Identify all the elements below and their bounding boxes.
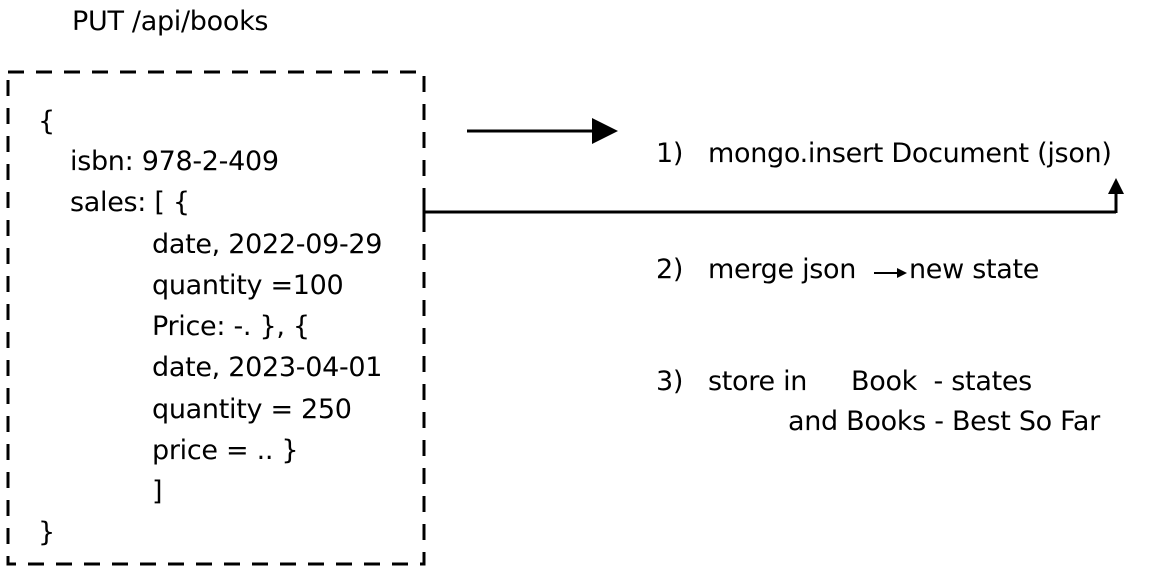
payload-dashed-box	[6, 70, 426, 566]
payload-line-price-2: price = .. }	[152, 435, 299, 466]
arrow-head	[592, 118, 618, 144]
step3-text-b: Book - states	[851, 366, 1032, 397]
step1-text: mongo.insert Document (json)	[708, 138, 1112, 169]
step3-number: 3)	[656, 366, 684, 397]
payload-line-date-2: date, 2023-04-01	[152, 352, 383, 383]
payload-line-isbn: isbn: 978-2-409	[70, 146, 279, 177]
payload-line-close-bracket: ]	[152, 476, 163, 507]
payload-line-price-1: Price: -. }, {	[152, 311, 310, 342]
step2-text-before: merge json	[708, 254, 857, 285]
payload-line-close-brace: }	[38, 517, 55, 548]
request-label: PUT /api/books	[72, 6, 269, 37]
step2-text-after: new state	[909, 254, 1040, 285]
step3-text-c: and Books - Best So Far	[788, 406, 1100, 437]
step1-number: 1)	[656, 138, 684, 169]
payload-line-quantity-1: quantity =100	[152, 270, 344, 301]
arrow-box-to-insert-return	[422, 178, 1124, 216]
inline-arrow-head	[897, 268, 907, 278]
payload-line-sales: sales: [ {	[70, 187, 190, 218]
arrow-to-insert	[467, 118, 618, 144]
step3-text-a: store in	[708, 366, 808, 397]
payload-line-quantity-2: quantity = 250	[152, 394, 352, 425]
connector-arrow-head	[1108, 178, 1124, 194]
payload-line-open-brace: {	[38, 106, 55, 137]
payload-line-date-1: date, 2022-09-29	[152, 229, 383, 260]
step2-number: 2)	[656, 254, 684, 285]
inline-arrow-merge	[874, 268, 907, 278]
